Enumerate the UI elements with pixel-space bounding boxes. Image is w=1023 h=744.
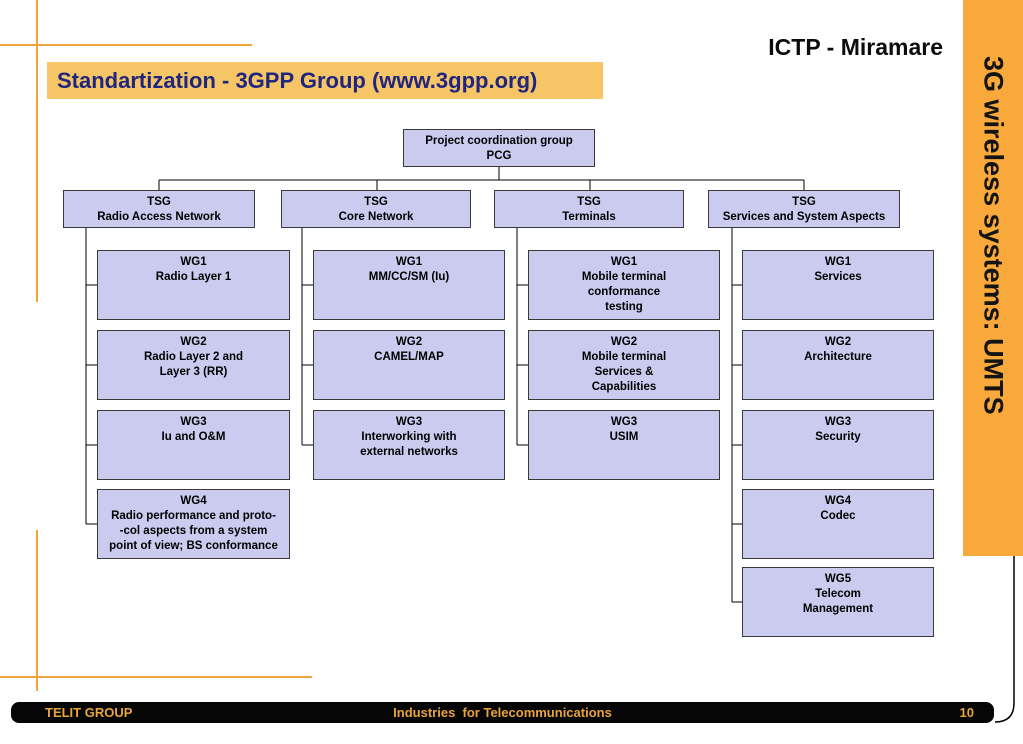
org-box-sa-wg5: WG5 Telecom Management [742,567,934,637]
org-box-tsg-radio-access-network: TSG Radio Access Network [63,190,255,228]
footer-page-number: 10 [959,705,974,720]
right-sidebar: 3G wireless systems: UMTS [963,0,1023,556]
sidebar-label: 3G wireless systems: UMTS [978,56,1009,415]
header-location-label: ICTP - Miramare [768,34,943,60]
org-box-ran-wg2: WG2 Radio Layer 2 and Layer 3 (RR) [97,330,290,400]
org-box-cn-wg2: WG2 CAMEL/MAP [313,330,505,400]
org-box-cn-wg3: WG3 Interworking with external networks [313,410,505,480]
org-box-sa-wg4: WG4 Codec [742,489,934,559]
decor-line-horizontal-top [0,44,252,46]
org-box-tsg-core-network: TSG Core Network [281,190,471,228]
decor-line-vertical-bottom [36,530,38,691]
slide-title-text: Standartization - 3GPP Group (www.3gpp.o… [57,67,538,93]
footer-company: TELIT GROUP [45,705,133,720]
org-box-tsg-terminals: TSG Terminals [494,190,684,228]
footer-tagline: Industries for Telecommunications [393,705,612,720]
org-box-sa-wg2: WG2 Architecture [742,330,934,400]
org-box-sa-wg1: WG1 Services [742,250,934,320]
decor-line-horizontal-bottom [0,676,312,678]
decor-line-vertical-top [36,0,38,302]
org-box-sa-wg3: WG3 Security [742,410,934,480]
org-box-cn-wg1: WG1 MM/CC/SM (Iu) [313,250,505,320]
org-box-t-wg1: WG1 Mobile terminal conformance testing [528,250,720,320]
org-box-t-wg3: WG3 USIM [528,410,720,480]
org-box-ran-wg1: WG1 Radio Layer 1 [97,250,290,320]
org-box-ran-wg4: WG4 Radio performance and proto- -col as… [97,489,290,559]
org-box-pcg: Project coordination group PCG [403,129,595,167]
org-box-t-wg2: WG2 Mobile terminal Services & Capabilit… [528,330,720,400]
slide-title-bar: Standartization - 3GPP Group (www.3gpp.o… [47,62,603,99]
org-box-tsg-services-system-aspects: TSG Services and System Aspects [708,190,900,228]
sidebar-to-footer-connector [994,556,1015,723]
footer-bar: TELIT GROUP Industries for Telecommunica… [11,702,994,723]
org-box-ran-wg3: WG3 Iu and O&M [97,410,290,480]
